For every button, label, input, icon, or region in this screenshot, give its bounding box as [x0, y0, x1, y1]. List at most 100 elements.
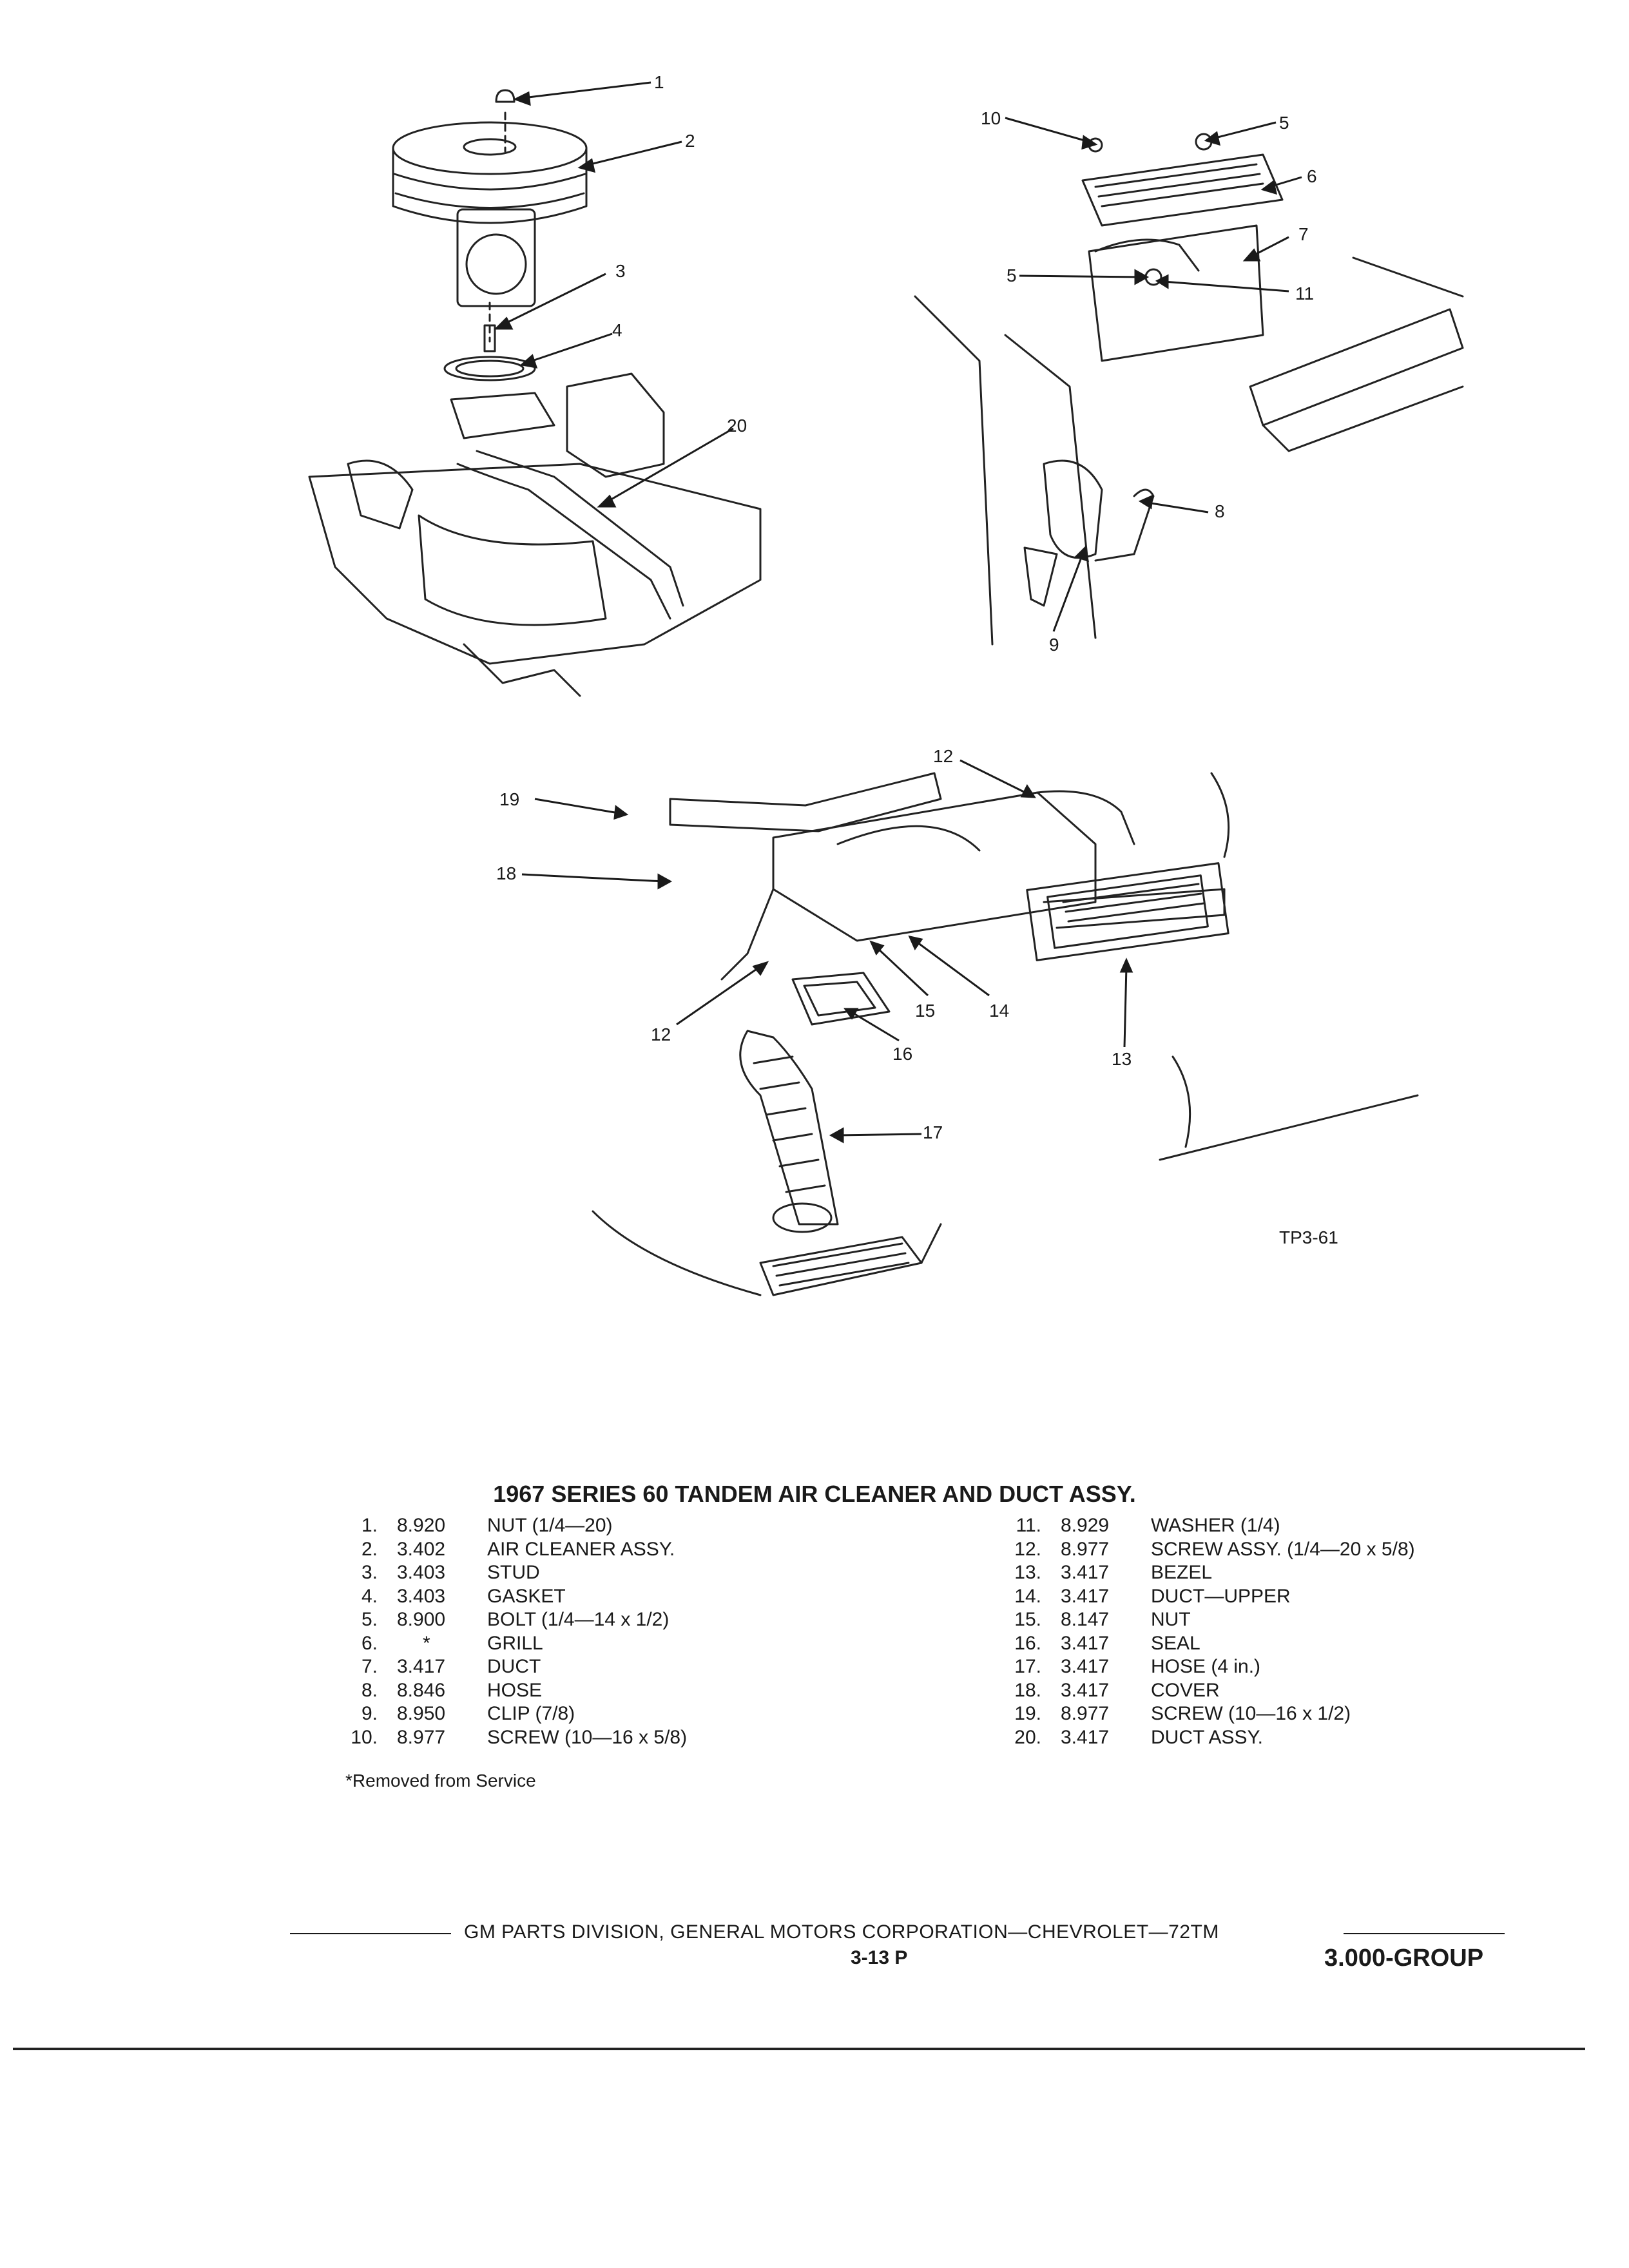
group-code: 3.000-GROUP — [1324, 1945, 1484, 1972]
callout-18: 18 — [496, 863, 517, 883]
part-number: 5. — [361, 1609, 378, 1630]
part-number: 10. — [351, 1726, 378, 1748]
part-group: 3.403 — [397, 1562, 446, 1583]
callout-7: 7 — [1298, 224, 1309, 244]
exploded-view-illustration — [308, 81, 1464, 1296]
part-number: 15. — [1014, 1609, 1041, 1630]
part-number: 12. — [1014, 1538, 1041, 1560]
cowl-duct-drawing — [914, 133, 1464, 646]
part-number: 20. — [1014, 1726, 1041, 1748]
part-group: 3.402 — [397, 1538, 446, 1560]
part-number: 4. — [361, 1585, 378, 1607]
part-number: 18. — [1014, 1679, 1041, 1701]
list-item: 16. 3.417 SEAL — [1005, 1632, 1415, 1656]
footnote: *Removed from Service — [345, 1771, 536, 1791]
part-group: 3.417 — [1061, 1726, 1110, 1748]
part-group: 3.403 — [397, 1585, 446, 1607]
figure-code: TP3-61 — [1279, 1227, 1338, 1247]
part-group: 8.977 — [1061, 1538, 1110, 1560]
part-description: GASKET — [487, 1585, 566, 1607]
part-group: 8.147 — [1061, 1609, 1110, 1630]
list-item: 13. 3.417 BEZEL — [1005, 1561, 1415, 1585]
list-item: 8. 8.846 HOSE — [342, 1679, 687, 1703]
part-number: 9. — [361, 1703, 378, 1724]
part-group: 3.417 — [397, 1656, 446, 1677]
part-description: BOLT (1/4—14 x 1/2) — [487, 1609, 670, 1630]
callout-4: 4 — [612, 320, 622, 340]
list-item: 17. 3.417 HOSE (4 in.) — [1005, 1655, 1415, 1679]
part-description: BEZEL — [1151, 1562, 1213, 1583]
part-number: 17. — [1014, 1656, 1041, 1677]
callout-17: 17 — [923, 1122, 943, 1142]
part-number: 2. — [361, 1538, 378, 1560]
part-number: 1. — [361, 1515, 378, 1536]
list-item: 6. * GRILL — [342, 1632, 687, 1656]
part-number: 13. — [1014, 1562, 1041, 1583]
lower-duct-drawing — [592, 772, 1419, 1296]
callout-11: 11 — [1295, 284, 1315, 303]
callout-5-lower: 5 — [1007, 265, 1017, 285]
part-group: 3.417 — [1061, 1585, 1110, 1607]
part-description: SCREW ASSY. (1/4—20 x 5/8) — [1151, 1538, 1415, 1560]
part-number: 6. — [361, 1632, 378, 1654]
part-description: DUCT ASSY. — [1151, 1726, 1263, 1748]
part-description: DUCT—UPPER — [1151, 1585, 1291, 1607]
page-title: 1967 SERIES 60 TANDEM AIR CLEANER AND DU… — [493, 1481, 1136, 1507]
callout-12-upper: 12 — [933, 746, 954, 766]
callout-20: 20 — [727, 416, 747, 436]
part-group: 8.977 — [397, 1726, 446, 1748]
callout-13: 13 — [1112, 1049, 1132, 1069]
part-group: 3.417 — [1061, 1562, 1110, 1583]
part-description: COVER — [1151, 1679, 1220, 1701]
part-description: GRILL — [487, 1632, 543, 1654]
callout-8: 8 — [1215, 501, 1225, 521]
list-item: 19. 8.977 SCREW (10—16 x 1/2) — [1005, 1702, 1415, 1726]
part-group: 8.900 — [397, 1609, 446, 1630]
callout-10: 10 — [981, 108, 1001, 128]
callout-6: 6 — [1307, 166, 1317, 186]
callout-12-lower: 12 — [651, 1024, 671, 1044]
part-number: 8. — [361, 1679, 378, 1701]
callout-3: 3 — [615, 261, 626, 281]
part-group: 3.417 — [1061, 1679, 1110, 1701]
part-description: HOSE — [487, 1679, 543, 1701]
part-group: 3.417 — [1061, 1632, 1110, 1654]
part-description: WASHER (1/4) — [1151, 1515, 1280, 1536]
part-description: SCREW (10—16 x 5/8) — [487, 1726, 688, 1748]
air-cleaner-drawing — [308, 89, 762, 697]
list-item: 18. 3.417 COVER — [1005, 1679, 1415, 1703]
part-description: HOSE (4 in.) — [1151, 1656, 1261, 1677]
list-item: 20. 3.417 DUCT ASSY. — [1005, 1726, 1415, 1750]
part-number: 19. — [1014, 1703, 1041, 1724]
footer-publisher: GM PARTS DIVISION, GENERAL MOTORS CORPOR… — [464, 1921, 1219, 1943]
list-item: 5. 8.900 BOLT (1/4—14 x 1/2) — [342, 1608, 687, 1632]
part-group: 8.950 — [397, 1703, 446, 1724]
callout-14: 14 — [989, 1001, 1010, 1021]
bottom-rule — [13, 2048, 1585, 2050]
part-group: 8.977 — [1061, 1703, 1110, 1724]
part-group: 8.846 — [397, 1679, 446, 1701]
list-item: 12. 8.977 SCREW ASSY. (1/4—20 x 5/8) — [1005, 1538, 1415, 1562]
part-group: 3.417 — [1061, 1656, 1110, 1677]
part-group: * — [423, 1632, 430, 1654]
callout-1: 1 — [654, 72, 664, 92]
part-number: 11. — [1016, 1515, 1041, 1536]
part-number: 7. — [361, 1656, 378, 1677]
part-description: SEAL — [1151, 1632, 1200, 1654]
callout-19: 19 — [499, 789, 520, 809]
callout-9: 9 — [1049, 635, 1059, 655]
part-description: SCREW (10—16 x 1/2) — [1151, 1703, 1351, 1724]
footer-rule-left — [290, 1933, 451, 1934]
part-description: STUD — [487, 1562, 540, 1583]
footer-rule-right — [1344, 1933, 1505, 1934]
part-number: 16. — [1014, 1632, 1041, 1654]
list-item: 4. 3.403 GASKET — [342, 1585, 687, 1609]
